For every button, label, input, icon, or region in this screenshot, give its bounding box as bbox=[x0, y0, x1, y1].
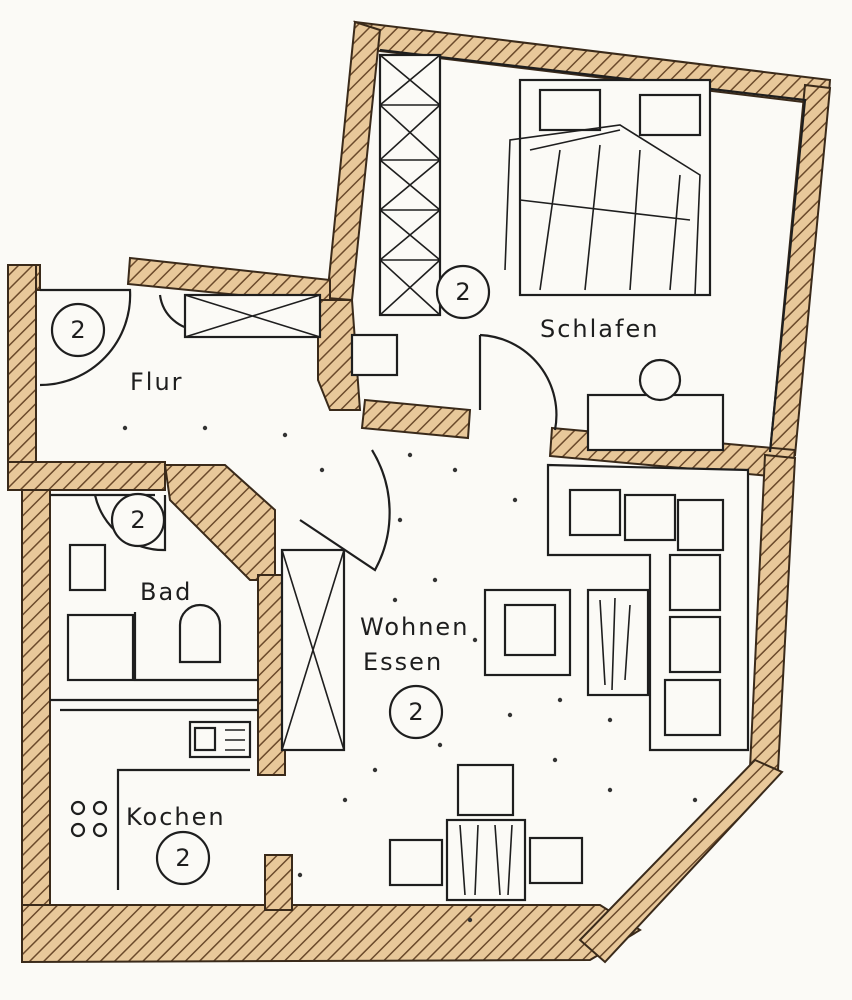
room-label-schlafen: Schlafen bbox=[540, 315, 659, 343]
room-badge-schlafen-text: 2 bbox=[455, 278, 470, 306]
walls bbox=[7, 20, 832, 964]
room-label-kochen: Kochen bbox=[126, 803, 226, 831]
schlafen-inner-outline bbox=[379, 48, 807, 453]
room-schlafen: 2 Schlafen bbox=[435, 264, 659, 343]
door-swing-wohnen bbox=[299, 449, 391, 572]
wall-right-lower bbox=[748, 453, 797, 772]
room-wohnen: Wohnen Essen 2 bbox=[360, 613, 469, 740]
floor-dot bbox=[397, 517, 403, 523]
wall-bad-chimney bbox=[163, 464, 276, 581]
floor-dot bbox=[472, 637, 478, 643]
stove bbox=[70, 800, 108, 838]
floor-dot bbox=[282, 432, 288, 438]
sofa-corner bbox=[546, 463, 750, 752]
floor-dots bbox=[122, 425, 698, 923]
floor-dot bbox=[692, 797, 698, 803]
room-label-bad: Bad bbox=[140, 578, 192, 606]
room-badge-kochen bbox=[155, 830, 211, 886]
wall-schlafen-chimney bbox=[317, 299, 362, 411]
door-swing-schlafen bbox=[478, 333, 558, 431]
shelf-unit bbox=[280, 548, 346, 752]
door-swings bbox=[39, 288, 558, 572]
wall-left-lower bbox=[21, 469, 51, 921]
floor-dot bbox=[467, 917, 473, 923]
wardrobe-flur bbox=[183, 293, 322, 339]
room-badge-wohnen bbox=[388, 684, 444, 740]
floor-dot bbox=[432, 577, 438, 583]
wall-flur-bad-divider bbox=[7, 461, 166, 491]
wall-kitchen-stub bbox=[264, 854, 293, 911]
floor-dot bbox=[122, 425, 128, 431]
dining-chair-top bbox=[456, 763, 515, 817]
floor-dot bbox=[557, 697, 563, 703]
wall-bottom bbox=[21, 904, 642, 964]
room-bad: 2 Bad bbox=[110, 492, 192, 606]
room-label-wohnen: Wohnen bbox=[360, 613, 469, 641]
interior-lines bbox=[50, 48, 807, 890]
room-badge-kochen-text: 2 bbox=[175, 844, 190, 872]
floor-dot bbox=[607, 717, 613, 723]
floor-dot bbox=[607, 787, 613, 793]
washbasin bbox=[68, 543, 107, 592]
door-swing-flur-entrance bbox=[39, 288, 132, 387]
floor-dot bbox=[512, 497, 518, 503]
shower-tray bbox=[66, 613, 135, 682]
wall-left-upper bbox=[7, 264, 37, 471]
wall-bad-right bbox=[257, 574, 286, 776]
floor-dot bbox=[452, 467, 458, 473]
room-badge-flur bbox=[50, 302, 106, 358]
floor-dot bbox=[552, 757, 558, 763]
chair-schlafen bbox=[638, 358, 682, 402]
desk-schlafen bbox=[586, 358, 725, 452]
floor-dot bbox=[342, 797, 348, 803]
bad-fixtures bbox=[66, 543, 258, 682]
room-flur: 2 Flur bbox=[50, 302, 184, 396]
wall-diagonal bbox=[578, 758, 784, 964]
double-bed bbox=[504, 78, 712, 297]
floor-dot bbox=[507, 712, 513, 718]
room-label-essen: Essen bbox=[363, 648, 443, 676]
chimney-box bbox=[350, 333, 399, 377]
wardrobe-schlafen bbox=[378, 53, 442, 317]
toilet bbox=[178, 603, 222, 664]
coffee-table bbox=[586, 588, 650, 697]
floor-dot bbox=[437, 742, 443, 748]
kochen-counter-line bbox=[116, 768, 250, 890]
floor-dot bbox=[372, 767, 378, 773]
dining-chair-left bbox=[388, 838, 444, 887]
armchair bbox=[483, 588, 572, 677]
floor-dot bbox=[392, 597, 398, 603]
dining-chair-right bbox=[528, 836, 584, 885]
dining-table bbox=[388, 763, 584, 902]
kochen-fixtures bbox=[70, 720, 252, 838]
floor-dot bbox=[407, 452, 413, 458]
room-badge-flur-text: 2 bbox=[70, 316, 85, 344]
floor-dot bbox=[202, 425, 208, 431]
room-badge-bad-text: 2 bbox=[130, 506, 145, 534]
room-badge-schlafen bbox=[435, 264, 491, 320]
floor-dot bbox=[319, 467, 325, 473]
room-kochen: Kochen 2 bbox=[126, 803, 226, 886]
floor-dot bbox=[297, 872, 303, 878]
wall-schlafen-left bbox=[325, 20, 382, 302]
room-label-flur: Flur bbox=[130, 368, 184, 396]
room-badge-bad bbox=[110, 492, 166, 548]
wall-schlafen-bottom-left bbox=[360, 398, 472, 440]
room-badge-wohnen-text: 2 bbox=[408, 698, 423, 726]
